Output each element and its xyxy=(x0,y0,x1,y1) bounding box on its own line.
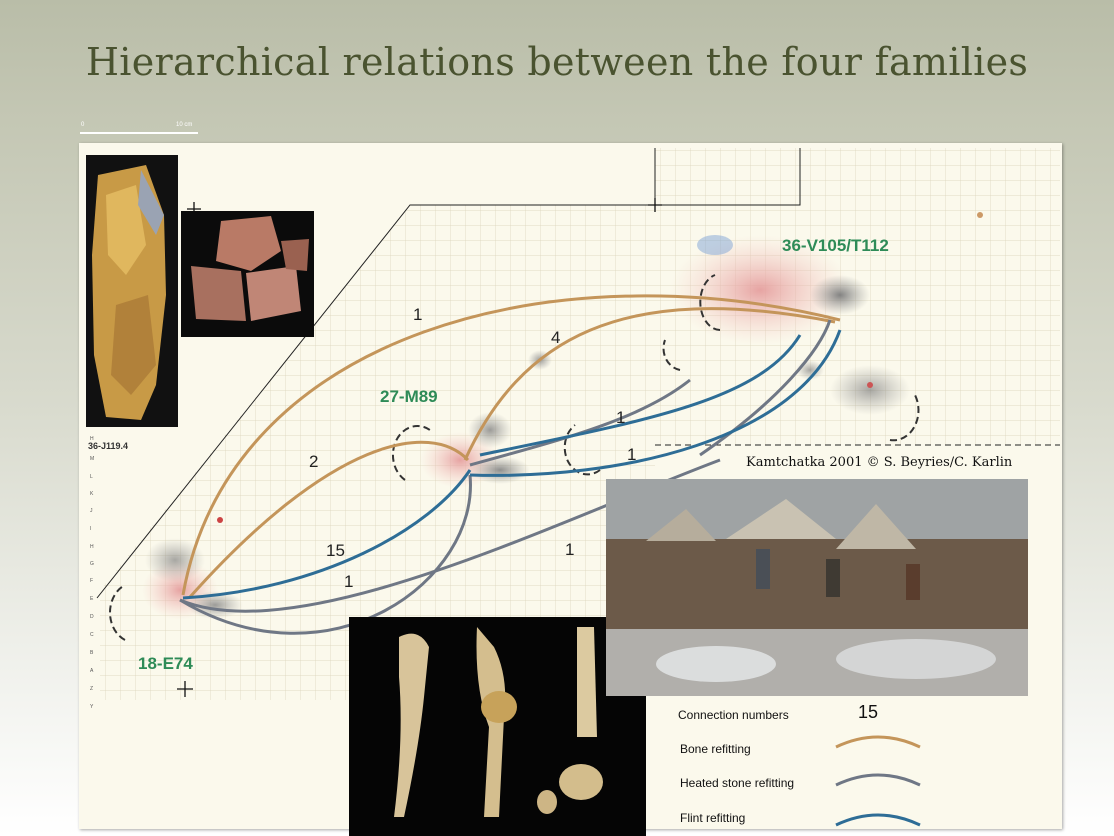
svg-text:L: L xyxy=(90,474,93,480)
camp-photo xyxy=(606,479,1028,696)
svg-text:G: G xyxy=(90,561,94,567)
location-label-27-m89: 27-M89 xyxy=(380,387,438,407)
connection-count-bone-long: 1 xyxy=(413,305,422,325)
svg-text:D: D xyxy=(90,614,94,620)
specimen-label: 36-J119.4 xyxy=(88,441,128,451)
svg-text:Y: Y xyxy=(90,704,94,710)
location-label-36-v105: 36-V105/T112 xyxy=(782,236,889,256)
svg-text:F: F xyxy=(90,578,93,584)
legend-header: Connection numbers xyxy=(678,708,789,722)
location-label-18-e74: 18-E74 xyxy=(138,654,193,674)
legend-flint-label: Flint refitting xyxy=(680,811,745,825)
legend-header-value: 15 xyxy=(858,702,878,723)
connection-count-heated-mid: 1 xyxy=(616,408,625,428)
svg-text:J: J xyxy=(90,508,93,514)
svg-text:C: C xyxy=(90,632,94,638)
connection-count-flint-mid: 1 xyxy=(627,445,636,465)
legend-swatches xyxy=(836,737,920,825)
bone-refits-photo xyxy=(349,617,646,836)
legend-heated-stone-label: Heated stone refitting xyxy=(680,776,794,790)
heated-stone-photo xyxy=(181,211,314,337)
photo-credit: Kamtchatka 2001 © S. Beyries/C. Karlin xyxy=(746,455,1012,470)
legend-bone-label: Bone refitting xyxy=(680,742,751,756)
svg-text:I: I xyxy=(90,526,91,532)
svg-text:A: A xyxy=(90,668,94,674)
svg-text:K: K xyxy=(90,491,94,497)
svg-text:Z: Z xyxy=(90,686,93,692)
svg-text:E: E xyxy=(90,596,94,602)
connection-count-heated-low: 1 xyxy=(344,572,353,592)
connection-count-bone-upper: 4 xyxy=(551,328,560,348)
svg-text:H: H xyxy=(90,544,94,550)
connection-count-heated-far: 1 xyxy=(565,540,574,560)
svg-text:M: M xyxy=(90,456,94,462)
flint-core-photo xyxy=(86,155,178,427)
connection-count-flint-15: 15 xyxy=(326,541,345,561)
connection-count-bone-lower: 2 xyxy=(309,452,318,472)
svg-text:B: B xyxy=(90,650,94,656)
